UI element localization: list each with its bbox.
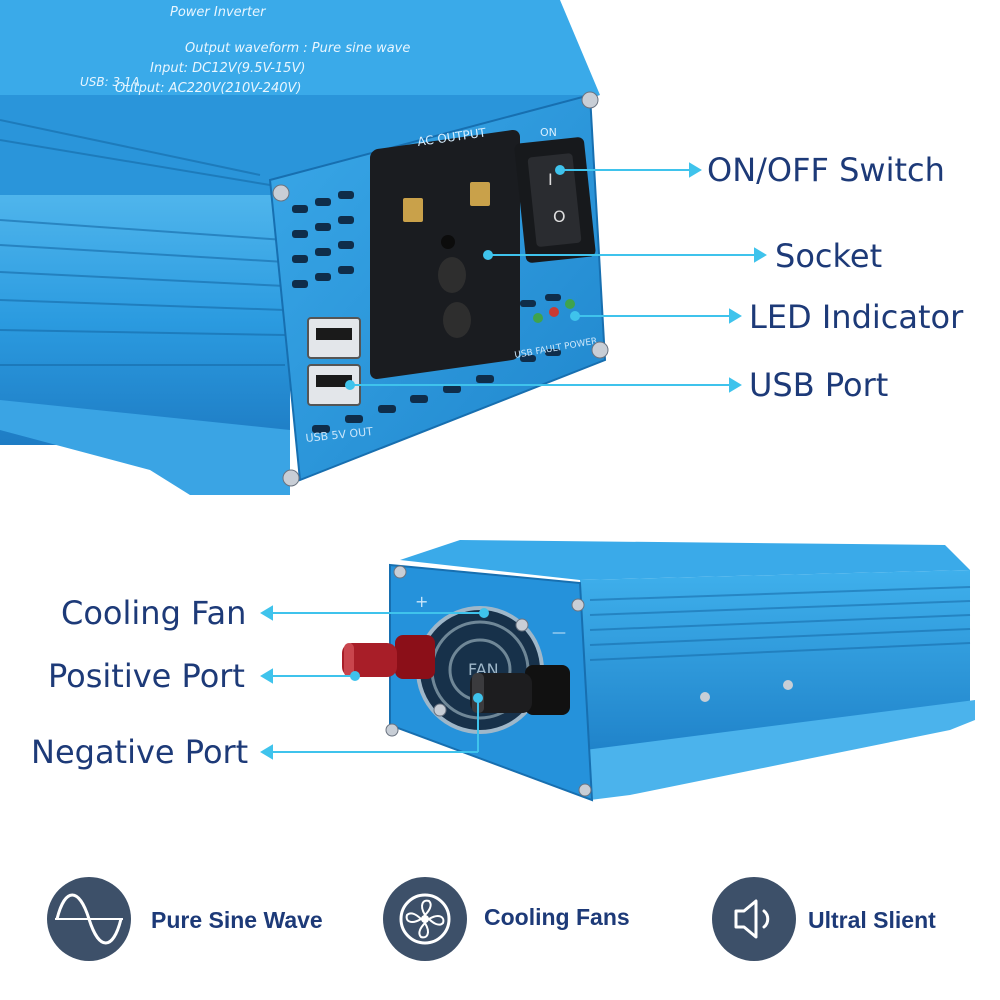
positive-terminal	[342, 635, 435, 679]
feature-label-cooling-fans: Cooling Fans	[484, 904, 630, 930]
housing-flange	[0, 400, 290, 495]
svg-text:Output: AC220V(210V-240V): Output: AC220V(210V-240V)	[115, 81, 301, 96]
screws	[385, 565, 592, 797]
label-cooling-fan: Cooling Fan	[61, 594, 247, 632]
label-led-indicator: LED Indicator	[749, 298, 964, 336]
housing-top	[400, 540, 970, 580]
negative-terminal	[470, 665, 570, 715]
feature-pure-sine-wave	[47, 877, 131, 961]
callout-dot	[483, 250, 493, 260]
power-switch: ON I O	[514, 126, 596, 263]
screw	[700, 692, 710, 702]
housing-flange	[585, 700, 975, 800]
arrowhead-icon	[754, 247, 767, 263]
inverter-rear-photo: + — FAN	[342, 540, 975, 802]
vent-slots	[292, 191, 561, 433]
svg-text:O: O	[553, 207, 566, 226]
callout-dot	[345, 380, 355, 390]
cooling-fins	[0, 119, 286, 366]
speaker-icon	[734, 899, 770, 939]
callout-dot	[473, 693, 483, 703]
screws	[272, 91, 609, 487]
feature-ultral-slient	[712, 877, 796, 961]
svg-text:Output waveform : Pure sine wa: Output waveform : Pure sine wave	[185, 41, 410, 56]
housing-ridge	[0, 95, 600, 195]
arrowhead-icon	[729, 308, 742, 324]
feature-cooling-fans	[383, 877, 467, 961]
fan-icon	[399, 893, 451, 945]
label-usb-port: USB Port	[749, 366, 889, 404]
arrowhead-icon	[260, 605, 273, 621]
top-callout-lines	[345, 162, 767, 393]
arrowhead-icon	[689, 162, 702, 178]
label-positive-port: Positive Port	[48, 657, 245, 695]
svg-text:ON: ON	[540, 126, 557, 139]
callout-dot	[555, 165, 565, 175]
arrowhead-icon	[260, 668, 273, 684]
label-negative-port: Negative Port	[31, 733, 249, 771]
cooling-fins	[589, 586, 971, 661]
arrowhead-icon	[260, 744, 273, 760]
housing-top	[0, 0, 600, 95]
svg-text:+: +	[415, 592, 428, 611]
callout-dot	[570, 311, 580, 321]
svg-text:Power Inverter: Power Inverter	[170, 5, 267, 20]
arrowhead-icon	[729, 377, 742, 393]
callout-dot	[350, 671, 360, 681]
label-socket: Socket	[775, 237, 883, 275]
svg-text:Input: DC12V(9.5V-15V): Input: DC12V(9.5V-15V)	[150, 61, 305, 76]
bottom-callout-lines	[260, 605, 489, 760]
panel-print: Power Inverter Output waveform : Pure si…	[80, 5, 410, 96]
svg-text:I: I	[548, 170, 553, 189]
label-on-off-switch: ON/OFF Switch	[707, 151, 945, 189]
sine-wave-icon	[55, 893, 123, 945]
svg-text:USB: 3.1A: USB: 3.1A	[80, 75, 140, 89]
svg-text:—: —	[552, 625, 566, 641]
feature-label-pure-sine-wave: Pure Sine Wave	[151, 907, 323, 933]
housing-side	[580, 570, 970, 755]
screw	[783, 680, 793, 690]
ac-socket: AC OUTPUT	[370, 125, 520, 379]
callout-dot	[479, 608, 489, 618]
feature-label-ultral-slient: Ultral Slient	[808, 907, 936, 933]
